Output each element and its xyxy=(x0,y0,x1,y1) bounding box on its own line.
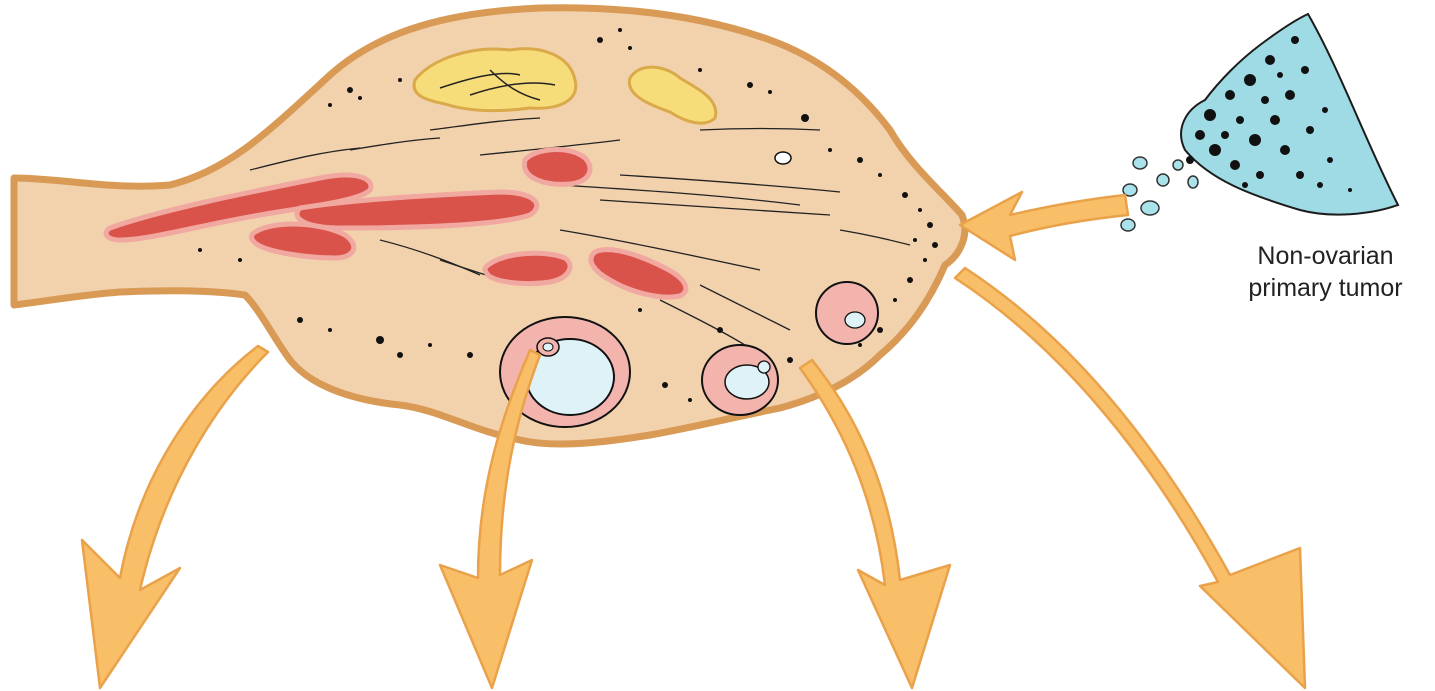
tumor-icon xyxy=(1121,14,1398,231)
tumor-label-line1: Non-ovarian xyxy=(1218,240,1433,272)
shed-cells xyxy=(1121,157,1198,231)
incoming-arrow xyxy=(960,192,1128,260)
outgoing-arrow-4 xyxy=(955,268,1305,688)
outgoing-arrow-3 xyxy=(800,360,950,688)
follicle-medium xyxy=(702,345,778,415)
follicle-small xyxy=(816,282,878,344)
tiny-follicle xyxy=(775,152,791,164)
tumor-label-line2: primary tumor xyxy=(1218,272,1433,304)
tumor-label: Non-ovarian primary tumor xyxy=(1218,240,1433,304)
outgoing-arrow-1 xyxy=(82,346,268,688)
